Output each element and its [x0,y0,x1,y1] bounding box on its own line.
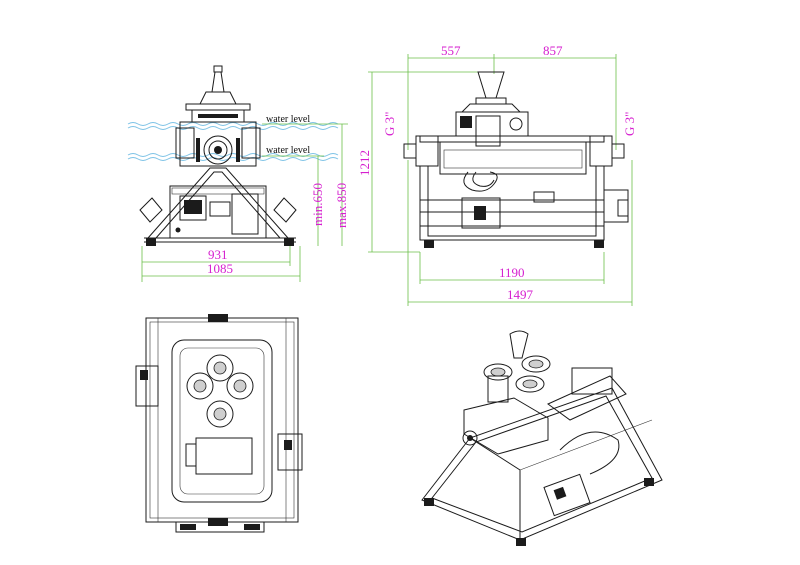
side-dimension-lines [368,54,633,306]
water-level-lower-label: water level [266,145,310,156]
dim-side-height: 1212 [357,150,372,176]
dim-side-top-right: 857 [543,43,563,58]
nozzle-assembly [185,65,251,123]
front-dimension-lines [141,123,348,282]
dim-side-width-inner: 1190 [499,265,525,280]
side-base-frame [419,166,629,248]
dim-front-max-height: max.850 [334,183,349,228]
side-main-beam [403,135,625,203]
dim-side-connector-right: G 3" [622,112,637,136]
water-level-upper-label: water level [266,114,310,125]
dim-side-top-left: 557 [441,43,461,58]
dim-front-min-height: min.650 [310,183,325,226]
side-view: 557 857 1212 1190 1497 G 3" G 3" [357,43,637,306]
central-housing [175,121,261,167]
iso-nozzle-cluster [483,330,551,403]
dim-front-width-inner: 931 [208,247,228,262]
iso-central-block [462,367,627,455]
dim-front-width-outer: 1085 [207,261,233,276]
support-frame [139,167,297,246]
isometric-view [421,330,663,546]
dim-side-connector-left: G 3" [382,112,397,136]
front-view: water level water level 931 1085 min.650… [127,65,349,282]
dim-side-width-outer: 1497 [507,287,534,302]
water-surface-lower [127,153,339,161]
top-nozzle-cluster [186,354,254,428]
top-view [135,314,303,533]
side-nozzle [455,71,529,147]
